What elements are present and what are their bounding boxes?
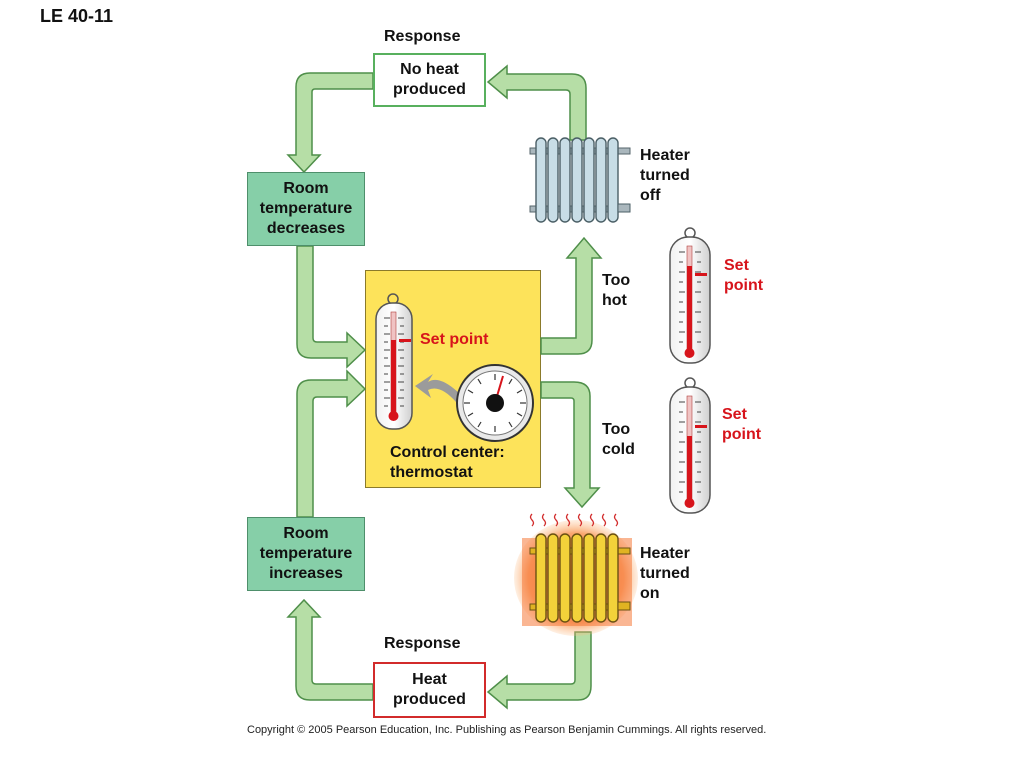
no-heat-produced-box: No heat produced xyxy=(373,53,486,107)
arrow-heat-to-room xyxy=(286,598,374,701)
arrow-top-left xyxy=(286,72,374,174)
control-center-line1: Control center: xyxy=(390,444,505,461)
arrow-too-cold xyxy=(540,381,601,509)
too-hot-line1: Too xyxy=(602,272,631,289)
response-label-bottom: Response xyxy=(384,635,461,652)
arrow-decrease-to-control xyxy=(296,245,367,369)
set-point-label-cold: Set point xyxy=(722,405,761,445)
control-set-point-label: Set point xyxy=(420,331,489,348)
heater-on-label: Heater turned on xyxy=(640,544,690,604)
room-temperature-decreases-box: Room temperature decreases xyxy=(247,172,365,246)
control-center-label: Control center: thermostat xyxy=(390,443,540,483)
thermostat-dial xyxy=(456,364,534,442)
set-point-label-hot: Set point xyxy=(724,256,763,296)
arrow-increase-to-control xyxy=(296,369,367,518)
set-point-cold-line1: Set xyxy=(722,406,747,423)
too-cold-label: Too cold xyxy=(602,420,635,460)
heater-on-line3: on xyxy=(640,585,660,602)
room-inc-line3: increases xyxy=(269,565,343,582)
thermostat-arrow xyxy=(415,374,462,402)
arrow-heater-off-to-response xyxy=(486,64,587,141)
too-hot-label: Too hot xyxy=(602,271,630,311)
heater-on-line2: turned xyxy=(640,565,690,582)
too-cold-line1: Too xyxy=(602,421,631,438)
copyright-notice: Copyright © 2005 Pearson Education, Inc.… xyxy=(247,724,767,736)
set-point-marker xyxy=(399,339,411,342)
too-cold-line2: cold xyxy=(602,441,635,458)
room-inc-line1: Room xyxy=(283,525,329,542)
room-temperature-increases-box: Room temperature increases xyxy=(247,517,365,591)
no-heat-line1: No heat xyxy=(400,61,459,78)
heater-off-line3: off xyxy=(640,187,661,204)
thermometer-too-hot xyxy=(669,227,711,364)
thermometer-too-cold xyxy=(669,377,711,514)
no-heat-line2: produced xyxy=(393,81,466,98)
response-label-top: Response xyxy=(384,28,461,45)
room-inc-line2: temperature xyxy=(259,545,353,562)
heat-produced-line1: Heat xyxy=(412,671,447,688)
heat-produced-box: Heat produced xyxy=(373,662,486,718)
set-point-cold-line2: point xyxy=(722,426,762,443)
heater-off-line1: Heater xyxy=(640,147,690,164)
slide-id: LE 40-11 xyxy=(40,6,114,26)
heat-produced-line2: produced xyxy=(393,691,466,708)
set-point-hot-line1: Set xyxy=(724,257,749,274)
too-hot-line2: hot xyxy=(602,292,627,309)
heater-on-line1: Heater xyxy=(640,545,690,562)
radiator-off xyxy=(529,137,631,223)
arrow-heater-on-to-response xyxy=(486,631,592,710)
thermometer-control xyxy=(375,293,413,430)
room-dec-line1: Room xyxy=(283,180,329,197)
radiator-on xyxy=(514,513,638,636)
control-center-line2: thermostat xyxy=(390,464,473,481)
set-point-hot-line2: point xyxy=(724,277,764,294)
heater-off-line2: turned xyxy=(640,167,690,184)
arrow-too-hot xyxy=(540,236,603,355)
heater-off-label: Heater turned off xyxy=(640,146,690,206)
room-dec-line2: temperature xyxy=(259,200,353,217)
room-dec-line3: decreases xyxy=(266,220,346,237)
heat-waves xyxy=(529,513,619,527)
